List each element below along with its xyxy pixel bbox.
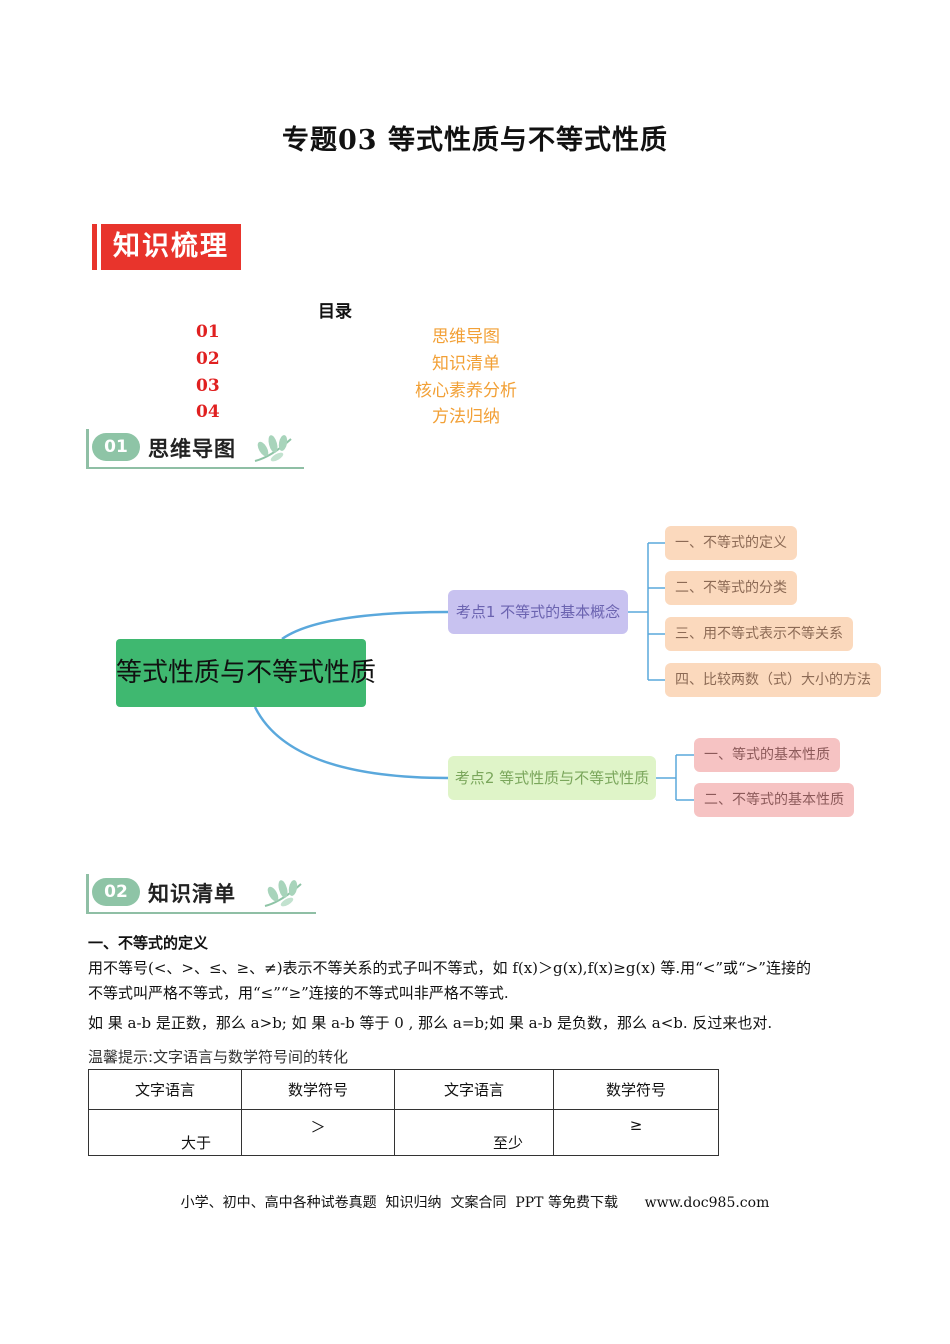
mindmap-leaf-node: 四、比较两数（式）大小的方法 [665, 663, 881, 697]
section-header-knowledge: 02 知识清单 [86, 874, 318, 914]
mindmap-leaf-node: 一、等式的基本性质 [694, 738, 840, 772]
section-title: 思维导图 [148, 437, 236, 461]
table-cell: ＞ [241, 1109, 395, 1156]
mind-map: 等式性质与不等式性质 考点1 不等式的基本概念 考点2 等式性质与不等式性质 一… [0, 500, 950, 840]
section-number-badge: 01 [92, 433, 140, 461]
mindmap-leaf-node: 二、不等式的分类 [665, 571, 797, 605]
table-header-cell: 文字语言 [394, 1069, 554, 1110]
content-paragraph: 用不等号(<、>、≤、≥、≠)表示不等关系的式子叫不等式，如 f(x)＞g(x)… [88, 959, 811, 977]
mindmap-leaf-node: 三、用不等式表示不等关系 [665, 617, 853, 651]
mindmap-leaf-node: 二、不等式的基本性质 [694, 783, 854, 817]
table-header-cell: 数学符号 [241, 1069, 395, 1110]
section-number-badge: 02 [92, 878, 140, 906]
mindmap-branch-node: 考点2 等式性质与不等式性质 [448, 756, 656, 800]
table-cell: 至少 [394, 1109, 554, 1156]
mindmap-connectors [253, 542, 694, 801]
content-heading: 一、不等式的定义 [88, 934, 209, 952]
table-header-cell: 文字语言 [88, 1069, 242, 1110]
toc-heading: 目录 [318, 302, 352, 322]
section-underline [86, 467, 304, 469]
content-paragraph: 不等式叫严格不等式，用“≤”“≥”连接的不等式叫非严格不等式. [88, 984, 509, 1002]
toc-num: 04 [196, 402, 220, 422]
conversion-table: 文字语言 数学符号 文字语言 数学符号 大于 ＞ 至少 ≥ [88, 1069, 719, 1156]
mindmap-branch-node: 考点1 不等式的基本概念 [448, 590, 628, 634]
leaf-icon [264, 880, 302, 907]
table-cell: 大于 [88, 1109, 242, 1156]
table-header-cell: 数学符号 [553, 1069, 719, 1110]
toc-num: 01 [196, 322, 220, 342]
toc-link[interactable]: 知识清单 [432, 354, 500, 374]
table-cell: ≥ [553, 1109, 719, 1156]
leaf-icon [254, 435, 292, 462]
section-header-mindmap: 01 思维导图 [86, 429, 306, 469]
page-title: 专题03 等式性质与不等式性质 [282, 125, 668, 156]
toc-num: 02 [196, 349, 220, 369]
toc-link[interactable]: 核心素养分析 [415, 381, 517, 401]
section-underline [86, 912, 316, 914]
content-paragraph: 如 果 a-b 是正数，那么 a>b; 如 果 a-b 等于 0 , 那么 a=… [88, 1014, 773, 1032]
mindmap-leaf-node: 一、不等式的定义 [665, 526, 797, 560]
section-accent-bar [86, 874, 89, 914]
toc-num: 03 [196, 376, 220, 396]
section-accent-bar [86, 429, 89, 469]
table-header-row: 文字语言 数学符号 文字语言 数学符号 [88, 1069, 719, 1110]
section-title: 知识清单 [148, 882, 236, 906]
banner-label: 知识梳理 [101, 224, 241, 270]
banner-accent-bar [92, 224, 97, 270]
toc-link[interactable]: 方法归纳 [432, 407, 500, 427]
tip-text: 温馨提示:文字语言与数学符号间的转化 [88, 1048, 349, 1066]
table-row: 大于 ＞ 至少 ≥ [88, 1109, 719, 1156]
mindmap-root-node: 等式性质与不等式性质 [116, 639, 376, 707]
toc-link[interactable]: 思维导图 [432, 327, 500, 347]
page-footer: 小学、初中、高中各种试卷真题 知识归纳 文案合同 PPT 等免费下载 www.d… [180, 1195, 770, 1211]
